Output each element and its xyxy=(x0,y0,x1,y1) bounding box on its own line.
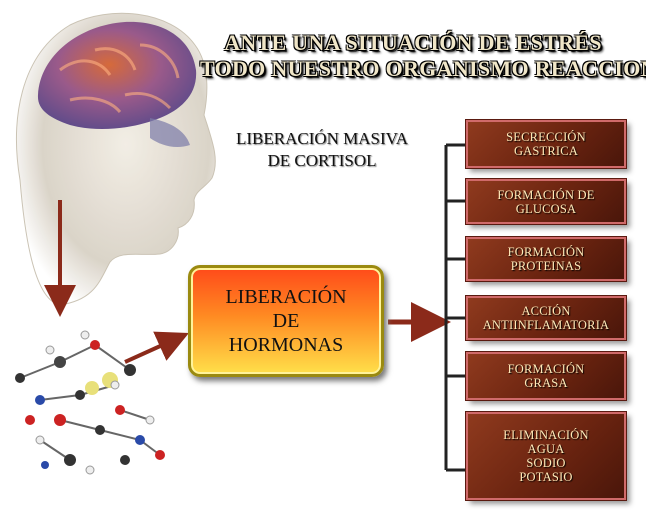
cortisol-molecule xyxy=(15,330,165,475)
subtitle-line-1: LIBERACIÓN MASIVA xyxy=(235,129,409,148)
effect-label: FORMACIÓN xyxy=(507,245,585,259)
title-line-2: TODO NUESTRO ORGANISMO REACCIONA xyxy=(200,56,646,81)
center-line-3: HORMONAS xyxy=(228,334,344,356)
effects-bracket xyxy=(444,143,466,472)
title-line-1: ANTE UNA SITUACIÓN DE ESTRÉS xyxy=(224,30,602,55)
effect-box-elimination: ELIMINACIÓN AGUA SODIO POTASIO xyxy=(465,411,627,501)
molecule-atoms xyxy=(15,330,165,475)
effect-label: GRASA xyxy=(524,376,568,390)
effect-label: FORMACIÓN xyxy=(507,362,585,376)
effect-label: ELIMINACIÓN xyxy=(503,428,589,442)
effect-label: PROTEINAS xyxy=(510,259,582,273)
effect-box-glucose: FORMACIÓN DE GLUCOSA xyxy=(465,178,627,225)
effect-label: GASTRICA xyxy=(513,144,579,158)
effect-box-antiinflammatory: ACCIÓN ANTIINFLAMATORIA xyxy=(465,295,627,341)
effect-label: SECRECCIÓN xyxy=(506,130,586,144)
center-line-1: LIBERACIÓN xyxy=(225,286,347,308)
effect-box-fat: FORMACIÓN GRASA xyxy=(465,351,627,401)
arrow-molecule-to-hormones xyxy=(124,331,189,364)
subtitle-line-2: DE CORTISOL xyxy=(267,151,377,170)
effect-label: AGUA xyxy=(527,442,565,456)
effect-label: SODIO xyxy=(526,456,566,470)
effect-box-gastric: SECRECCIÓN GASTRICA xyxy=(465,119,627,169)
hormone-release-box: LIBERACIÓN DE HORMONAS xyxy=(188,265,384,377)
effect-label: ACCIÓN xyxy=(521,304,571,318)
effect-label: FORMACIÓN DE xyxy=(497,187,595,202)
center-line-2: DE xyxy=(272,310,300,332)
effect-label: ANTIINFLAMATORIA xyxy=(482,318,610,332)
effect-box-proteins: FORMACIÓN PROTEINAS xyxy=(465,236,627,282)
effect-label: GLUCOSA xyxy=(515,201,577,216)
effect-label: POTASIO xyxy=(519,470,573,484)
head-illustration xyxy=(16,12,216,306)
